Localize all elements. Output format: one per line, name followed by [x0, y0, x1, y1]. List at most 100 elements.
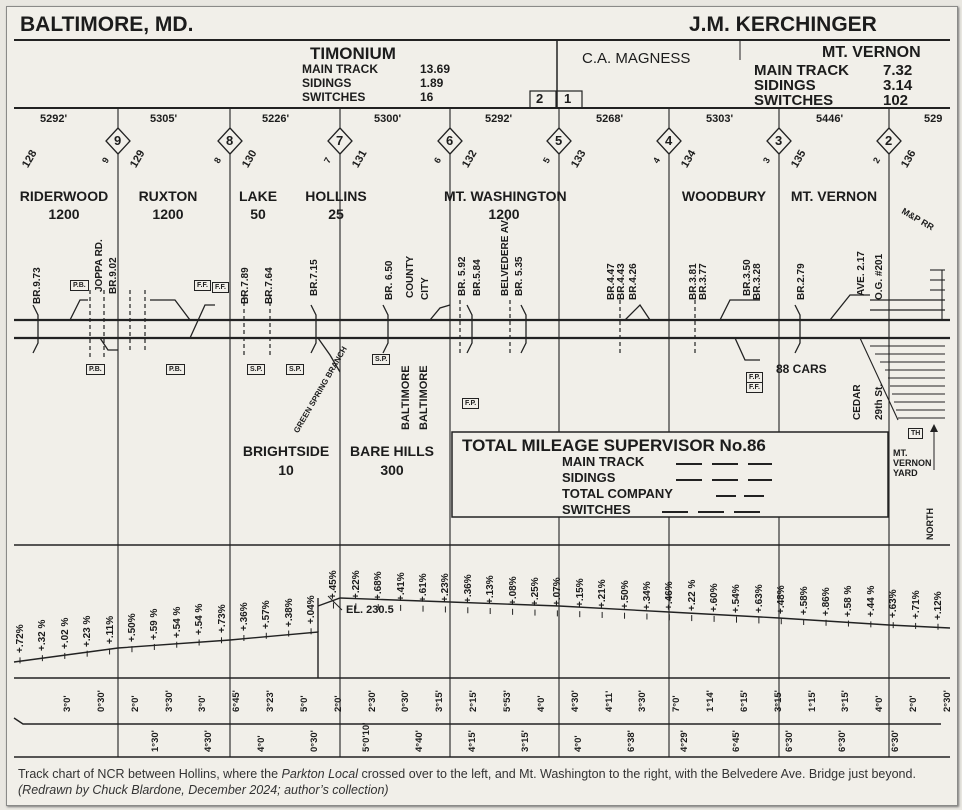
bridge-label: O.G. #201 [874, 253, 885, 300]
curve-top: 3°23' [265, 690, 277, 712]
bridge-label: BR.4.26 [628, 263, 639, 300]
bridge-label: BR.9.73 [32, 267, 43, 304]
grade-label: +.13% [485, 575, 497, 605]
curve-bottom: 6°30' [784, 730, 796, 752]
curve-bottom: 1°30' [150, 730, 161, 752]
grade-label: +.54% [731, 584, 743, 613]
north-label: NORTH [925, 508, 935, 540]
milepost-number: 7 [336, 133, 344, 148]
grade-label: +.50% [619, 580, 631, 609]
total-row-label: SWITCHES [562, 502, 631, 517]
station-name: MT. WASHINGTON [444, 188, 567, 204]
signal-box: F.P. [462, 398, 480, 409]
bridge-label: BR.9.02 [108, 257, 119, 294]
grade-label: +.48% [776, 585, 788, 615]
timonium-row-label: MAIN TRACK [302, 62, 378, 76]
grade-label: +.86% [821, 587, 833, 616]
timonium-row-value: 16 [420, 90, 434, 104]
header-supervisor: J.M. KERCHINGER [689, 13, 877, 36]
timonium-row-label: SWITCHES [302, 90, 366, 104]
lower-station-value: 300 [380, 462, 404, 478]
grade-label: +.72% [15, 624, 26, 654]
curve-top: 2°0' [129, 695, 141, 712]
curve-bottom: 6°38' [625, 730, 637, 752]
segment-length: 5292' [40, 113, 68, 125]
station-value: 1200 [152, 206, 184, 222]
curve-bottom: 4°15' [467, 730, 479, 752]
grade-label: +.23% [440, 573, 452, 603]
grade-label: +.41% [395, 572, 407, 601]
29th-st-label: 29th St. [874, 383, 885, 420]
curve-top: 3°30' [637, 690, 649, 712]
station-value: 50 [250, 206, 266, 222]
grade-label: +.71% [910, 590, 922, 619]
curve-top: 4°30' [569, 690, 581, 712]
segment-length: 529 [924, 113, 943, 125]
grade-label: +.59 % [149, 608, 161, 640]
caption-train-name: Parkton Local [281, 767, 358, 781]
curve-bottom: 6°30' [890, 730, 901, 752]
signal-box: S.P. [247, 364, 266, 375]
curve-bottom: 6°45' [731, 730, 743, 752]
grade-label: +.23 % [82, 615, 94, 647]
grade-label: +.54 % [171, 606, 183, 638]
grade-label: +.68% [373, 571, 385, 601]
curve-top: 7°0' [671, 695, 683, 712]
header-location: BALTIMORE, MD. [20, 13, 194, 36]
grade-label: +.08% [507, 576, 519, 605]
grade-label: +.34% [641, 580, 653, 610]
segment-length: 5226' [262, 113, 290, 125]
curve-bottom: 0°30' [308, 730, 320, 752]
mtvernon-row-value: 7.32 [883, 62, 913, 79]
grade-label: +.04% [306, 595, 318, 625]
signal-box: P.B. [86, 364, 105, 375]
signal-box: F.F. [194, 280, 211, 291]
caption-text-2: crossed over to the left, and Mt. Washin… [357, 767, 916, 781]
segment-length: 5292' [485, 113, 513, 125]
segment-length: 5300' [374, 113, 402, 125]
grade-label: +.45% [328, 569, 340, 599]
curve-top: 0°30' [95, 690, 107, 712]
grade-label: +.58 % [843, 585, 855, 617]
box-2: 2 [536, 91, 544, 106]
bridge-label: BR. 5.92 [457, 256, 468, 296]
segment-length: 5303' [706, 113, 734, 125]
signal-box: F.F. [212, 282, 229, 293]
curve-top: 0°30' [400, 690, 412, 712]
curve-top: 4°0' [535, 695, 547, 712]
bridge-label: CITY [420, 277, 431, 300]
grade-label: +.22% [350, 570, 362, 600]
station-value: 1200 [488, 206, 520, 222]
curve-top: 1°15' [806, 690, 818, 712]
grade-label: +.60% [709, 583, 721, 612]
curve-top: 2°0' [332, 695, 344, 712]
elevation-label: EL. 230.5 [346, 604, 394, 616]
station-name: HOLLINS [305, 188, 367, 204]
box-1: 1 [564, 91, 572, 106]
curve-bottom: 6°30' [837, 730, 849, 752]
signal-box: P.B. [70, 280, 89, 291]
grade-label: +.63% [888, 589, 900, 619]
cars-label: 88 CARS [776, 362, 827, 376]
curve-top: 5°53' [502, 690, 513, 712]
grade-label: +.32 % [37, 619, 49, 652]
curve-top: 2°15' [468, 690, 480, 712]
baltimore-county-label: BALTIMORE [400, 365, 412, 430]
grade-label: +.11% [104, 616, 116, 645]
curve-top: 3°15' [840, 690, 852, 712]
mtvernon-row-value: 3.14 [883, 77, 913, 94]
curve-top: 2°30' [942, 690, 953, 712]
bridge-label: BR.7.64 [264, 267, 275, 304]
grade-label: +.07% [552, 577, 564, 607]
milepost-number: 8 [226, 133, 234, 148]
grade-label: +.22 % [686, 579, 698, 612]
milepost-number: 6 [446, 133, 454, 148]
curve-top: 4°11' [603, 690, 615, 712]
grade-label: +.44 % [865, 585, 877, 618]
curve-top: 6°45' [231, 690, 243, 712]
station-name: WOODBURY [681, 188, 767, 204]
station-value: 25 [328, 206, 344, 222]
station-name: RIDERWOOD [19, 188, 109, 204]
timonium-row-value: 13.69 [420, 62, 451, 76]
grade-label: +.73% [216, 604, 228, 634]
